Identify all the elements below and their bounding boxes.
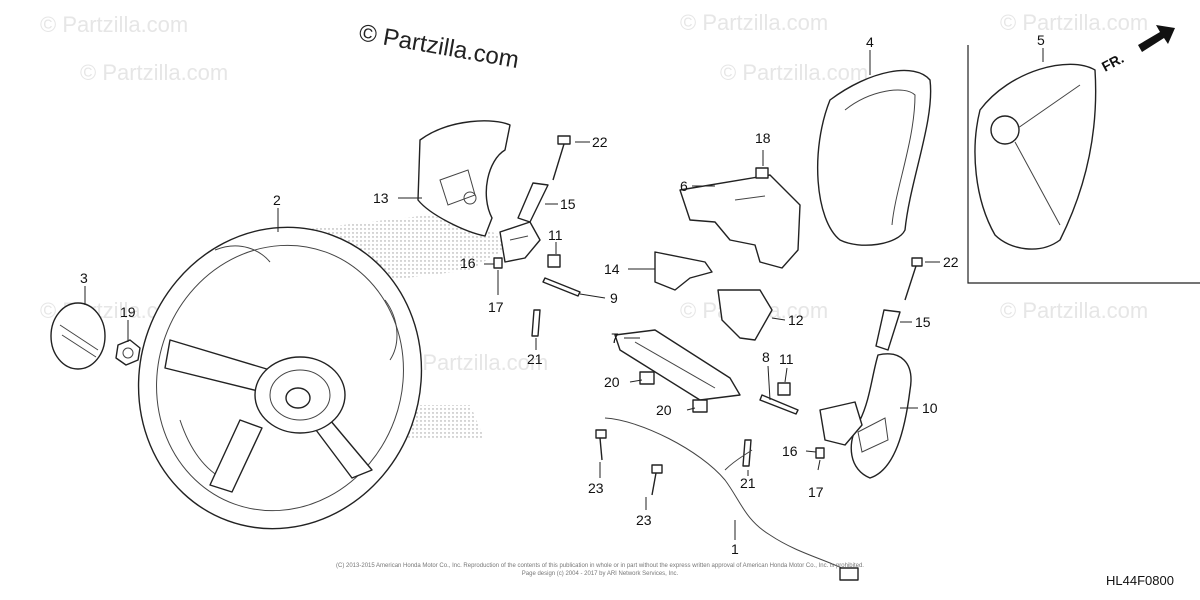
small-hardware-left [493,254,581,337]
callout-11-right[interactable]: 11 [779,351,794,367]
callout-21-right[interactable]: 21 [740,475,756,491]
callout-23-left[interactable]: 23 [588,480,604,496]
copyright-line-1: (C) 2013-2015 American Honda Motor Co., … [336,563,864,569]
right-switch-assembly [819,401,863,446]
callout-4[interactable]: 4 [866,34,874,50]
callout-8[interactable]: 8 [762,349,770,365]
watermark-text: © Partzilla.com [1000,10,1148,35]
callout-15-right[interactable]: 15 [915,314,931,330]
clips-20 [639,371,708,413]
callout-17-left[interactable]: 17 [488,299,504,315]
callout-1[interactable]: 1 [731,541,739,557]
diagram-code: HL44F0800 [1106,573,1174,588]
callout-20-top[interactable]: 20 [604,374,620,390]
callout-15-left[interactable]: 15 [560,196,576,212]
right-switch-cover [850,353,912,479]
callout-18[interactable]: 18 [755,130,771,146]
steering-wheel [137,226,423,530]
bracket-14 [654,251,713,291]
bolt-left [517,135,571,223]
callout-16-left[interactable]: 16 [460,255,476,271]
callout-6[interactable]: 6 [680,178,688,194]
callout-7[interactable]: 7 [611,330,619,346]
callout-17-right[interactable]: 17 [808,484,824,500]
bracket-7 [614,329,741,401]
callout-10[interactable]: 10 [922,400,938,416]
watermark-main: © Partzilla.com [357,19,521,74]
watermark-text: © Partzilla.com [80,60,228,85]
callout-12[interactable]: 12 [788,312,804,328]
nut [115,339,141,366]
horn-cap [50,302,106,370]
center-pad [817,69,932,246]
callout-21-left[interactable]: 21 [527,351,543,367]
callout-20-bottom[interactable]: 20 [656,402,672,418]
callout-5[interactable]: 5 [1037,32,1045,48]
callout-23-bottom[interactable]: 23 [636,512,652,528]
bolt-right [875,257,923,351]
callout-3[interactable]: 3 [80,270,88,286]
watermark-text: © Partzilla.com [1000,298,1148,323]
watermark-text: © Partzilla.com [680,10,828,35]
bracket-12 [717,289,773,341]
watermark-text: © Partzilla.com [40,12,188,37]
callout-9[interactable]: 9 [610,290,618,306]
callout-13[interactable]: 13 [373,190,389,206]
callout-16-right[interactable]: 16 [782,443,798,459]
clip [755,167,769,179]
bolts-23 [595,429,663,496]
watermark-text: © Partzilla.com [400,350,548,375]
boxed-cover-group [967,45,1200,284]
copyright-line-2: Page design (c) 2004 - 2017 by ARI Netwo… [522,571,679,577]
callout-14[interactable]: 14 [604,261,620,277]
callout-2[interactable]: 2 [273,192,281,208]
callouts: 1 2 3 4 5 6 7 8 9 10 11 11 12 13 14 15 1… [80,32,1045,557]
callout-19[interactable]: 19 [120,304,136,320]
callout-22-top[interactable]: 22 [592,134,608,150]
left-switch-cover [417,120,511,237]
left-switch-assembly [499,221,541,263]
arrow-icon [1138,25,1175,52]
arrow-label: FR. [1099,50,1126,75]
wire-harness [604,417,859,581]
watermark-text: © Partzilla.com [720,60,868,85]
panel-cover [679,174,801,269]
leader-lines [84,48,1044,540]
callout-11-left[interactable]: 11 [548,227,563,243]
callout-22-right[interactable]: 22 [943,254,959,270]
